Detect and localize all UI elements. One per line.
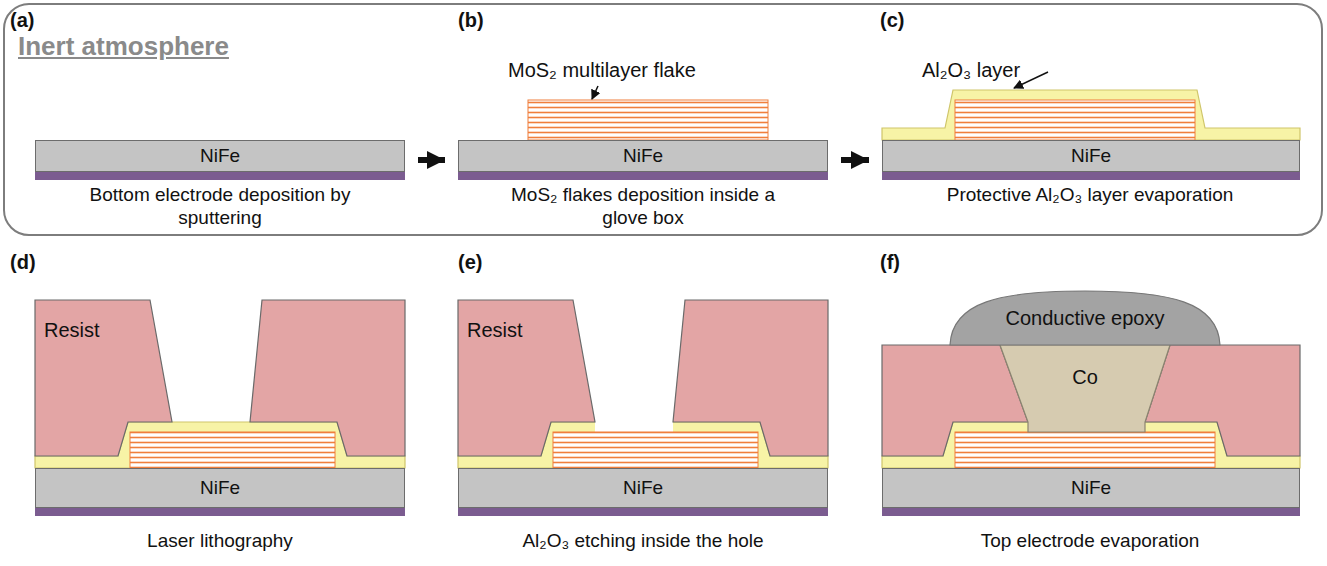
electrode-layer: NiFe [882,140,1300,172]
substrate-strip [458,172,828,180]
node-text: NiFe [623,477,663,499]
panel-letter: (d) [10,250,36,274]
resist-block [673,300,828,456]
node-text: NiFe [200,145,240,167]
cobalt-electrode [1000,345,1170,432]
panel-letter: (c) [880,8,904,32]
resist-block [458,300,595,456]
epoxy-dome [950,291,1220,345]
panel-letter: (b) [458,8,484,32]
step-caption: Bottom electrode deposition by sputterin… [55,184,385,230]
process-arrow [841,157,869,163]
step-caption: Protective Al₂O₃ layer evaporation [890,184,1290,207]
electrode-layer: NiFe [458,140,828,172]
electrode-layer: NiFe [882,468,1300,508]
resist-block [35,300,172,456]
node-text: NiFe [1071,145,1111,167]
substrate-strip [882,172,1300,180]
etched-opening [595,421,673,432]
resist-label-box: Resist [40,314,140,346]
node-text: Resist [44,319,100,342]
substrate-strip [35,508,405,516]
alumina-layer [882,90,1300,140]
mos2-flake [528,100,768,140]
mos2-flake [130,432,335,468]
resist-block [250,300,405,456]
mos2-flake [553,432,758,468]
substrate-strip [882,508,1300,516]
node-text: Resist [467,319,523,342]
mos2-flake [955,100,1195,140]
panel-letter: (e) [458,250,482,274]
step-caption: Al₂O₃ etching inside the hole [453,530,833,553]
panel-letter: (f) [880,250,900,274]
panel-letter: (a) [10,8,34,32]
epoxy-label-box: Conductive epoxy [985,301,1185,335]
resist-label-box: Resist [463,314,563,346]
resist-block [1145,345,1300,456]
callout-label: MoS₂ multilayer flake [508,58,696,82]
step-caption: Top electrode evaporation [890,530,1290,553]
process-arrow [418,157,445,163]
callout-label: Al₂O₃ layer [922,58,1020,82]
node-text: Inert atmosphere [18,32,1321,62]
node-text: NiFe [623,145,663,167]
mos2-flake [955,432,1215,468]
electrode-layer: NiFe [35,468,405,508]
cobalt-label-box: Co [1050,360,1120,394]
substrate-strip [458,508,828,516]
node-text: NiFe [200,477,240,499]
node-text: NiFe [1071,477,1111,499]
step-caption: Laser lithography [40,530,400,553]
node-text: Co [1072,366,1098,389]
step-caption: MoS₂ flakes deposition inside a glove bo… [491,184,796,230]
electrode-layer: NiFe [35,140,405,172]
electrode-layer: NiFe [458,468,828,508]
leader-arrow [592,86,598,99]
node-text: Conductive epoxy [1006,307,1165,330]
substrate-strip [35,172,405,180]
